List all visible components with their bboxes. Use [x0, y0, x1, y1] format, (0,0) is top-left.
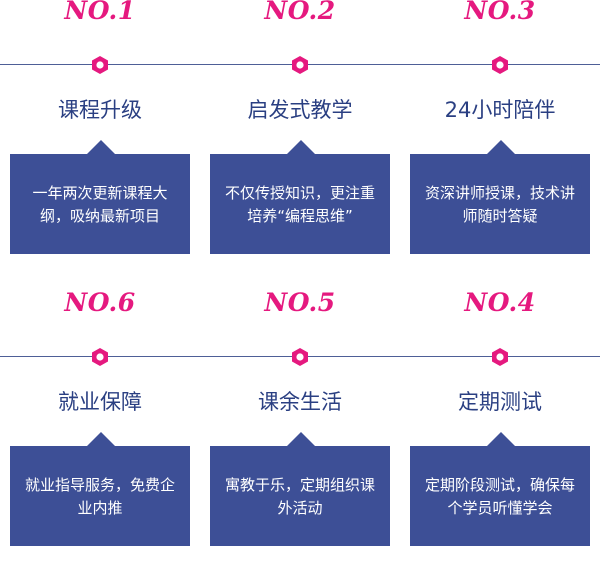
- feature-box: 寓教于乐，定期组织课外活动: [210, 446, 390, 546]
- box-pointer: [87, 140, 115, 154]
- feature-title: 课余生活: [258, 390, 342, 414]
- hexagon-icon: [92, 56, 108, 74]
- box-pointer: [487, 140, 515, 154]
- feature-title: 课程升级: [58, 98, 142, 122]
- feature-title: 就业保障: [58, 390, 142, 414]
- hexagon-icon: [492, 348, 508, 366]
- box-pointer: [287, 140, 315, 154]
- feature-description: 寓教于乐，定期组织课外活动: [224, 476, 375, 517]
- feature-box: 就业指导服务，免费企业内推: [10, 446, 190, 546]
- feature-course-upgrade: NO.1 课程升级 一年两次更新课程大纲，吸纳最新项目: [10, 0, 190, 260]
- feature-title: 定期测试: [458, 390, 542, 414]
- feature-number: NO.3: [464, 0, 536, 25]
- feature-number: NO.2: [264, 0, 336, 25]
- feature-extracurricular: NO.5 课余生活 寓教于乐，定期组织课外活动: [210, 288, 390, 552]
- feature-row-bottom: NO.6 就业保障 就业指导服务，免费企业内推 NO.5 课余生活 寓教于乐，定…: [0, 288, 600, 562]
- feature-box: 不仅传授知识，更注重培养“编程思维”: [210, 154, 390, 254]
- feature-description: 就业指导服务，免费企业内推: [24, 476, 175, 517]
- feature-regular-tests: NO.4 定期测试 定期阶段测试，确保每个学员听懂学会: [410, 288, 590, 552]
- feature-box: 资深讲师授课，技术讲师随时答疑: [410, 154, 590, 254]
- feature-24h-companion: NO.3 24小时陪伴 资深讲师授课，技术讲师随时答疑: [410, 0, 590, 260]
- feature-number: NO.1: [64, 0, 136, 25]
- hexagon-icon: [492, 56, 508, 74]
- feature-heuristic-teaching: NO.2 启发式教学 不仅传授知识，更注重培养“编程思维”: [210, 0, 390, 260]
- hexagon-icon: [292, 56, 308, 74]
- feature-number: NO.5: [264, 288, 336, 317]
- feature-number: NO.6: [64, 288, 136, 317]
- feature-box: 一年两次更新课程大纲，吸纳最新项目: [10, 154, 190, 254]
- box-pointer: [287, 432, 315, 446]
- feature-description: 定期阶段测试，确保每个学员听懂学会: [424, 476, 575, 517]
- feature-box: 定期阶段测试，确保每个学员听懂学会: [410, 446, 590, 546]
- feature-description: 不仅传授知识，更注重培养“编程思维”: [224, 184, 375, 225]
- feature-title: 24小时陪伴: [444, 98, 556, 122]
- hexagon-icon: [92, 348, 108, 366]
- feature-row-top: NO.1 课程升级 一年两次更新课程大纲，吸纳最新项目 NO.2 启发式教学 不…: [0, 0, 600, 270]
- feature-description: 资深讲师授课，技术讲师随时答疑: [424, 184, 575, 225]
- feature-employment-guarantee: NO.6 就业保障 就业指导服务，免费企业内推: [10, 288, 190, 552]
- feature-number: NO.4: [464, 288, 536, 317]
- box-pointer: [87, 432, 115, 446]
- box-pointer: [487, 432, 515, 446]
- feature-title: 启发式教学: [247, 98, 353, 122]
- hexagon-icon: [292, 348, 308, 366]
- feature-description: 一年两次更新课程大纲，吸纳最新项目: [32, 184, 168, 225]
